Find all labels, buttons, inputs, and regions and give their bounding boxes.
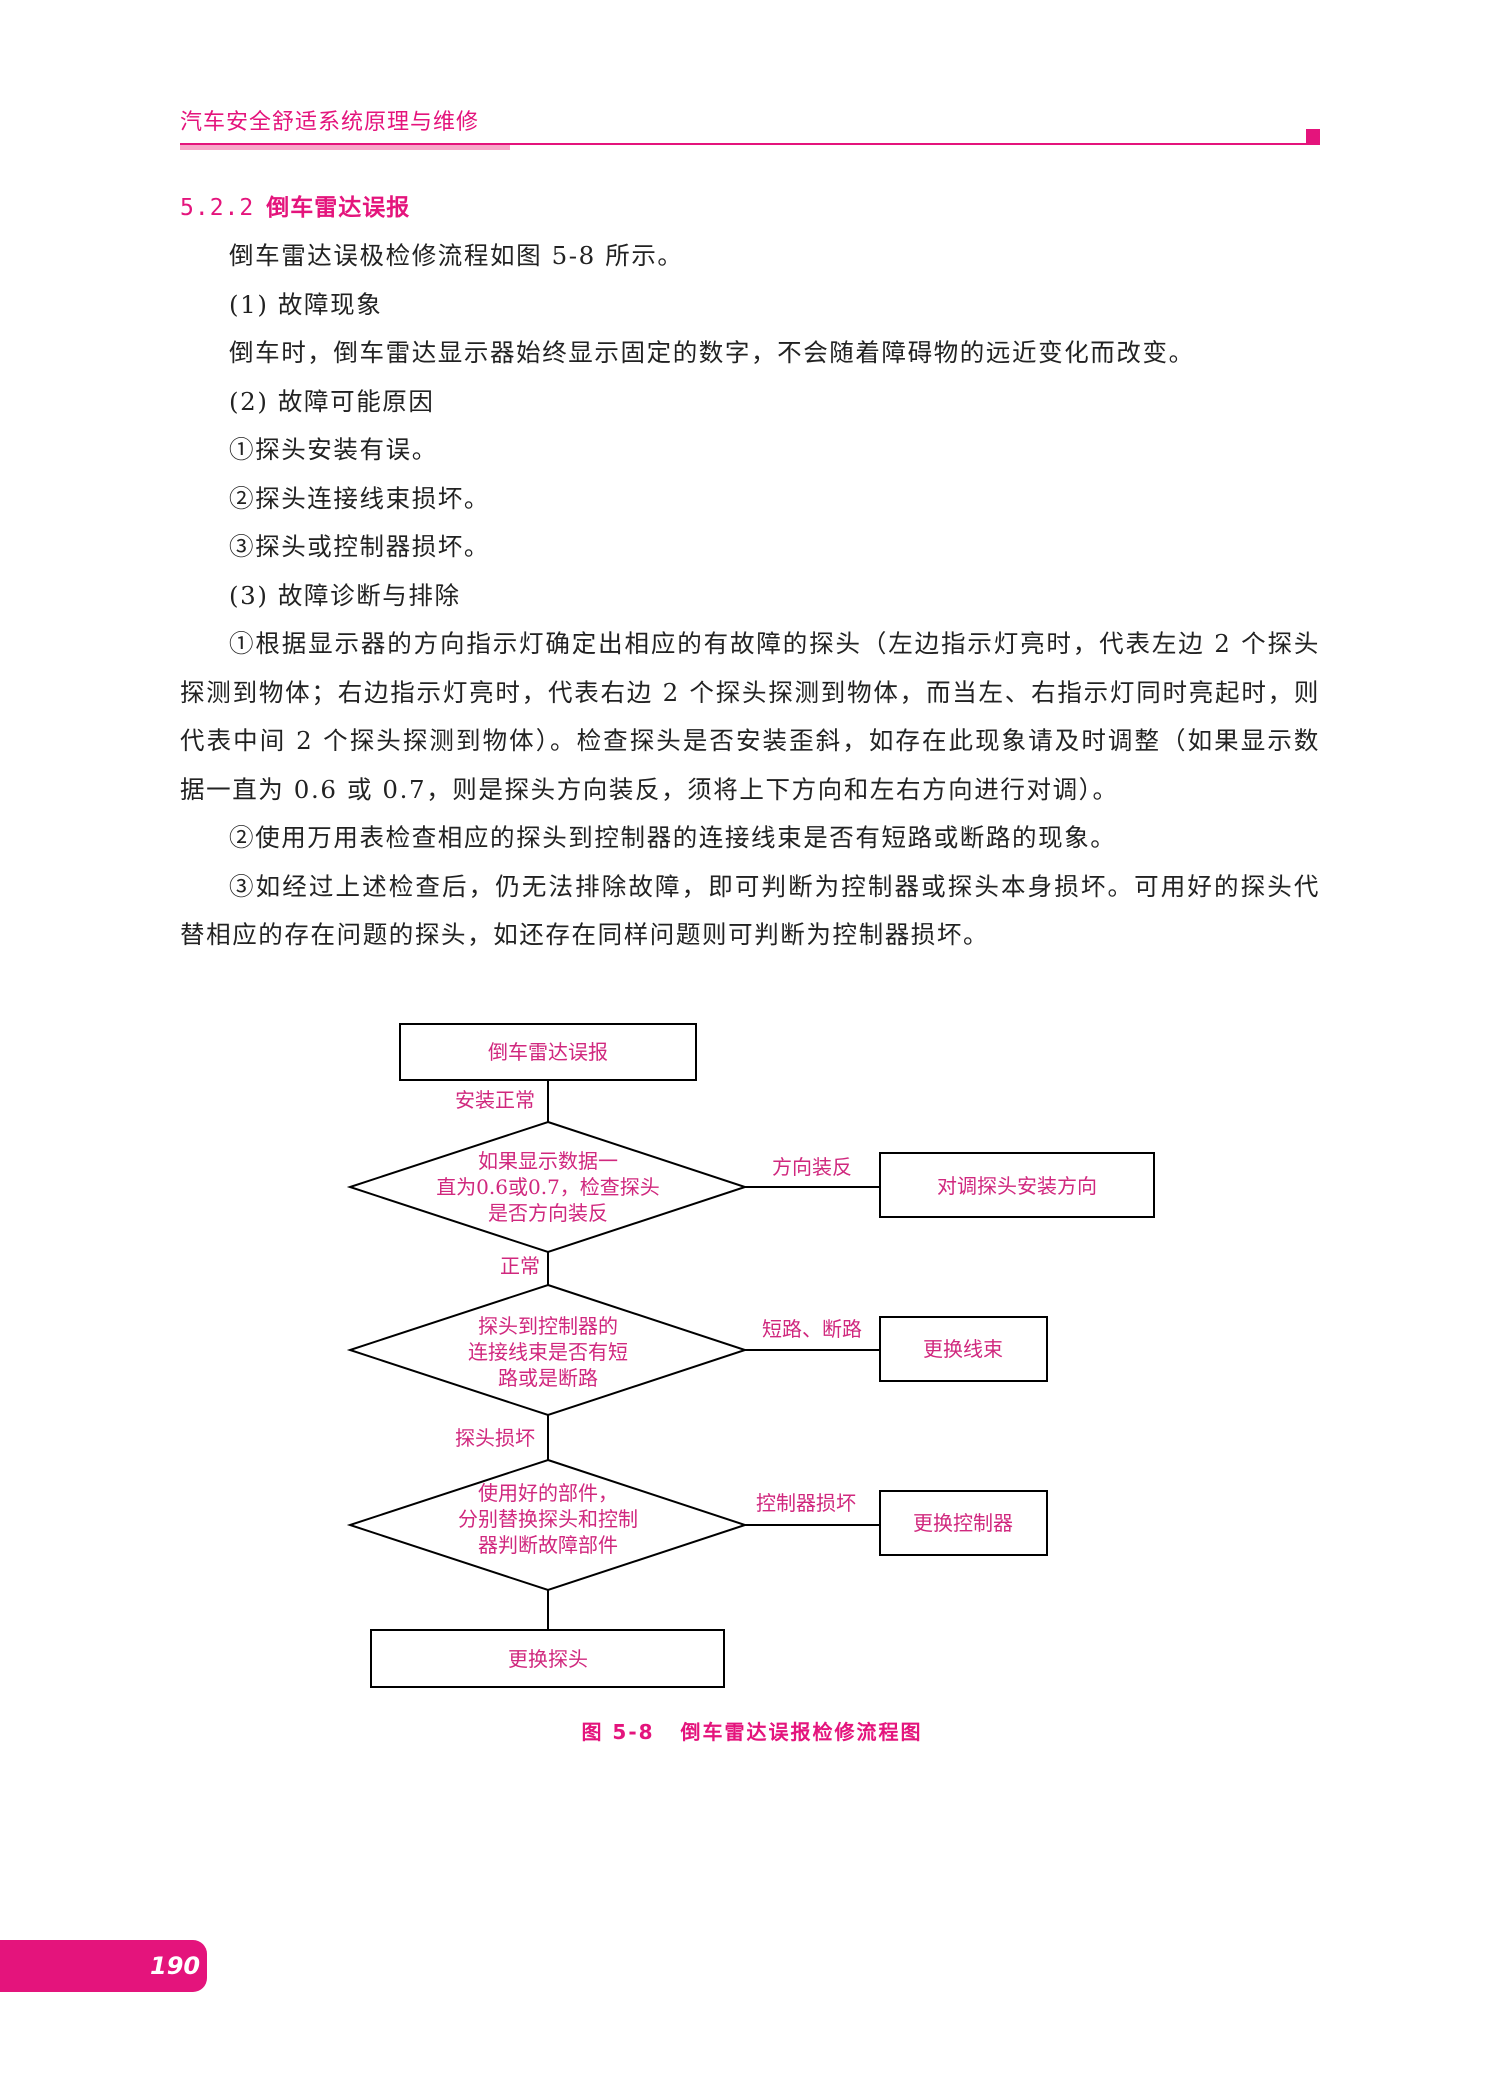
decision3-line-3: 器判断故障部件 — [478, 1533, 618, 1557]
action-harness-text: 更换线束 — [923, 1337, 1003, 1361]
figure-caption: 图 5-8 倒车雷达误报检修流程图 — [0, 1716, 1504, 1745]
paragraph-diagnosis-1: ①根据显示器的方向指示灯确定出相应的有故障的探头（左边指示灯亮时，代表左边 2 … — [180, 629, 1320, 804]
paragraph-fault-symptom: 倒车时，倒车雷达显示器始终显示固定的数字，不会随着障碍物的远近变化而改变。 — [229, 338, 1195, 367]
figure-caption-text: 倒车雷达误报检修流程图 — [680, 1720, 923, 1744]
header-rule — [180, 143, 1320, 145]
label-controller-damaged: 控制器损坏 — [756, 1491, 856, 1515]
label-short-open: 短路、断路 — [762, 1317, 862, 1341]
header-square-marker — [1306, 129, 1320, 143]
running-title: 汽车安全舒适系统原理与维修 — [180, 110, 480, 135]
label-probe-damaged: 探头损坏 — [455, 1426, 535, 1450]
paragraph-intro: 倒车雷达误极检修流程如图 5-8 所示。 — [229, 241, 684, 270]
start-box — [399, 1023, 697, 1081]
decision1-line-3: 是否方向装反 — [488, 1201, 608, 1225]
paragraph-diagnosis-2: ②使用万用表检查相应的探头到控制器的连接线束是否有短路或断路的现象。 — [229, 823, 1117, 852]
decision3-line-2: 分别替换探头和控制 — [458, 1507, 638, 1531]
decision3-diamond — [346, 1458, 749, 1592]
paragraph-cause-3: ③探头或控制器损坏。 — [229, 532, 490, 561]
figure-number: 图 5-8 — [581, 1720, 655, 1744]
decision2-line-3: 路或是断路 — [498, 1366, 598, 1390]
decision2-line-1: 探头到控制器的 — [478, 1314, 618, 1338]
section-title: 倒车雷达误报 — [266, 194, 411, 221]
paragraph-possible-causes-heading: (2) 故障可能原因 — [229, 386, 435, 416]
page-number-tab — [0, 1940, 207, 1992]
end-text: 更换探头 — [508, 1647, 588, 1671]
paragraph-cause-1: ①探头安装有误。 — [229, 435, 438, 464]
end-box — [370, 1629, 725, 1688]
label-normal: 正常 — [500, 1254, 540, 1278]
decision2-diamond — [346, 1283, 749, 1417]
decision1-line-2: 直为0.6或0.7，检查探头 — [436, 1175, 660, 1199]
header-rule-accent — [180, 143, 510, 150]
action-harness-box — [879, 1316, 1048, 1382]
body-text: 倒车雷达误极检修流程如图 5-8 所示。 (1) 故障现象 倒车时，倒车雷达显示… — [180, 232, 1320, 960]
action-swap-text: 对调探头安装方向 — [937, 1174, 1097, 1198]
action-controller-box — [879, 1490, 1048, 1556]
action-swap-box — [879, 1152, 1155, 1218]
section-heading: 5.2.2 倒车雷达误报 — [180, 188, 410, 222]
paragraph-diagnosis-heading: (3) 故障诊断与排除 — [229, 580, 461, 610]
start-text: 倒车雷达误报 — [488, 1040, 608, 1064]
label-reversed: 方向装反 — [772, 1155, 852, 1179]
decision3-line-1: 使用好的部件， — [478, 1481, 618, 1505]
label-install-ok: 安装正常 — [455, 1088, 535, 1112]
paragraph-fault-symptom-heading: (1) 故障现象 — [229, 289, 383, 319]
decision1-line-1: 如果显示数据一 — [478, 1149, 618, 1173]
action-controller-text: 更换控制器 — [913, 1511, 1013, 1535]
decision1-diamond — [346, 1120, 749, 1254]
decision2-line-2: 连接线束是否有短 — [468, 1340, 628, 1364]
paragraph-cause-2: ②探头连接线束损坏。 — [229, 483, 490, 513]
page-number: 190 — [150, 1952, 201, 1980]
section-number: 5.2.2 — [180, 195, 255, 221]
paragraph-diagnosis-3: ③如经过上述检查后，仍无法排除故障，即可判断为控制器或探头本身损坏。可用好的探头… — [180, 871, 1320, 950]
